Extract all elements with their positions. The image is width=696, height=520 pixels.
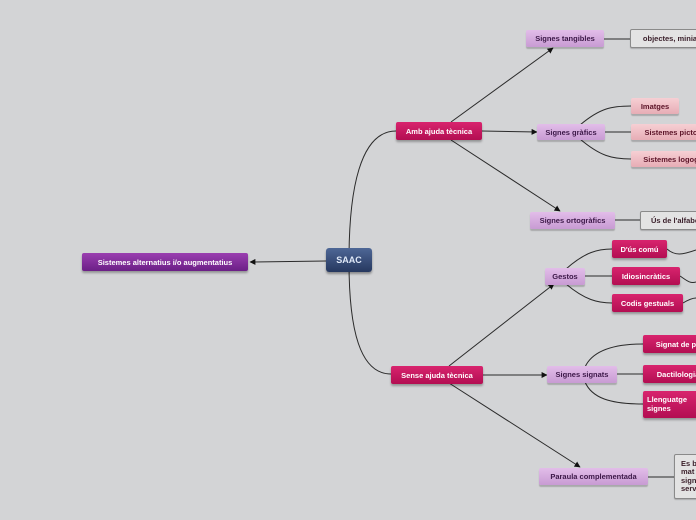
paraula-desc-line-4: serv [681,484,696,493]
subtopic-signes-tangibles[interactable]: Signes tangibles [526,30,604,47]
detail-llenguatge-signes[interactable]: Llenguatge signes [643,391,696,418]
detail-signat-paraula[interactable]: Signat de pa [643,335,696,353]
link-sense-paraula [448,382,581,468]
subtopic-signes-ortografics[interactable]: Signes ortogràfics [530,212,615,229]
link-gestos-codis [565,283,613,304]
detail-sistemes-logografics[interactable]: Sistemes logog [631,151,696,167]
detail-imatges[interactable]: Imatges [631,98,679,114]
link-amb-ortografics [450,139,561,212]
link-amb-grafics [481,128,538,135]
link-us-offscreen [666,248,696,255]
subtopic-signes-signats[interactable]: Signes signats [547,366,617,383]
link-idio-offscreen [679,275,696,283]
link-amb-tangibles [450,47,554,123]
paraula-desc-line-1: Es b [681,458,696,468]
link-codis-offscreen [682,297,696,304]
detail-dactilologia[interactable]: Dactilologia [643,365,696,383]
link-central-amb [348,130,397,261]
llenguatge-line-2: signes [647,403,671,413]
subtopic-signes-grafics[interactable]: Signes gràfics [537,124,605,140]
central-node[interactable]: SAAC [326,248,372,272]
detail-us-alfabet[interactable]: Ús de l'alfabe [640,211,696,230]
detail-paraula-descripcio[interactable]: Es b mat sign serv [674,454,696,499]
paraula-desc-line-2: mat [681,467,695,476]
llenguatge-line-1: Llenguatge [647,395,688,404]
subtopic-paraula-complementada[interactable]: Paraula complementada [539,468,648,485]
topic-sense-ajuda[interactable]: Sense ajuda tècnica [391,366,483,384]
link-grafics-imatges [579,105,632,126]
link-signats-pa [584,343,644,368]
link-central-sense [348,261,392,375]
detail-sistemes-pictografics[interactable]: Sistemes picto [631,124,696,140]
detail-us-comu[interactable]: D'ús comú [612,240,667,258]
main-topic-sistemes[interactable]: Sistemes alternatius i/o augmentatius [82,253,248,271]
link-grafics-logograf [579,138,632,160]
detail-idiosincratics[interactable]: Idiosincràtics [612,267,680,285]
subtopic-gestos[interactable]: Gestos [545,268,585,285]
paraula-desc-line-3: sign [681,475,696,485]
link-signats-llenguatge [584,381,644,405]
detail-objectes[interactable]: objectes, minia [630,29,696,48]
link-sense-gestos [448,283,555,367]
link-gestos-us [565,248,613,270]
link-central-left [249,258,327,265]
detail-codis-gestuals[interactable]: Codis gestuals [612,294,683,312]
topic-amb-ajuda[interactable]: Amb ajuda tècnica [396,122,482,140]
